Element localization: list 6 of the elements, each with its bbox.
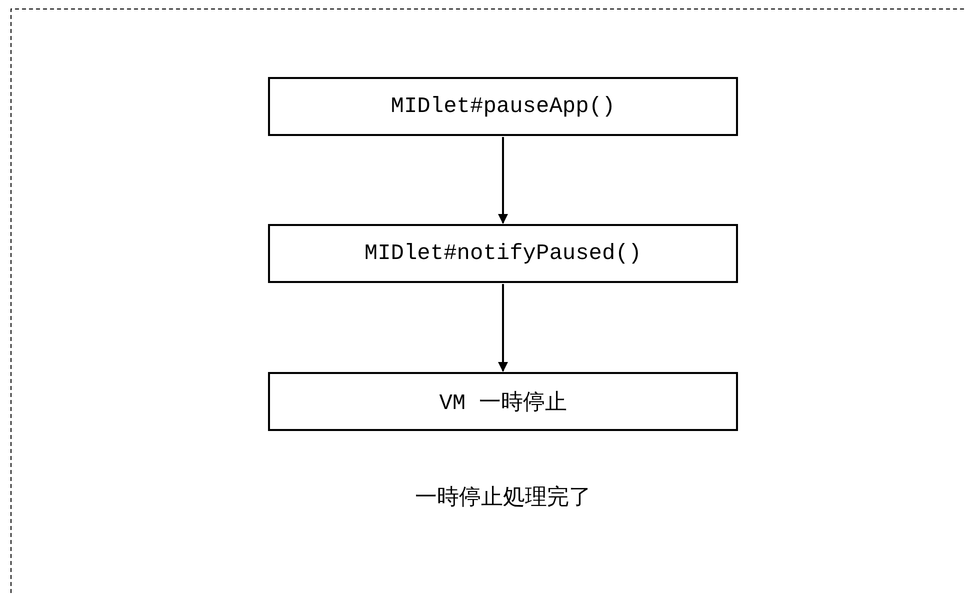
arrow: [498, 284, 508, 372]
process-box: MIDlet#pauseApp(): [268, 77, 738, 136]
process-box: MIDlet#notifyPaused(): [268, 224, 738, 283]
arrow: [498, 137, 508, 224]
process-box: VM 一時停止: [268, 372, 738, 431]
note-text: 一時停止処理完了: [415, 484, 591, 512]
